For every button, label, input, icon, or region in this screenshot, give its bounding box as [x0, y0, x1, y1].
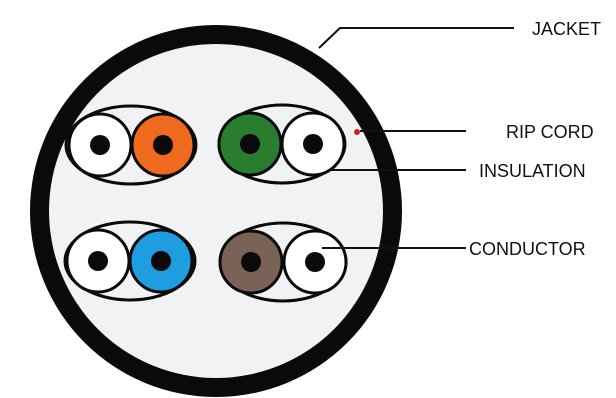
conductor	[151, 251, 171, 271]
orange-pair	[64, 104, 198, 186]
rip-cord	[354, 129, 360, 135]
conductor	[305, 252, 325, 272]
conductor	[88, 251, 108, 271]
conductor	[240, 134, 260, 154]
rip-cord-label: RIP CORD	[506, 122, 594, 142]
brown-pair	[218, 221, 348, 303]
insulation-label: INSULATION	[479, 161, 586, 181]
conductor	[241, 252, 261, 272]
jacket-label: JACKET	[532, 19, 601, 39]
conductor	[153, 135, 173, 155]
conductor	[303, 134, 323, 154]
green-pair	[217, 103, 347, 185]
conductor	[90, 135, 110, 155]
blue-pair	[63, 220, 197, 302]
jacket-leader-line	[318, 27, 514, 49]
conductor-label: CONDUCTOR	[469, 239, 586, 259]
cable-interior	[49, 44, 383, 378]
